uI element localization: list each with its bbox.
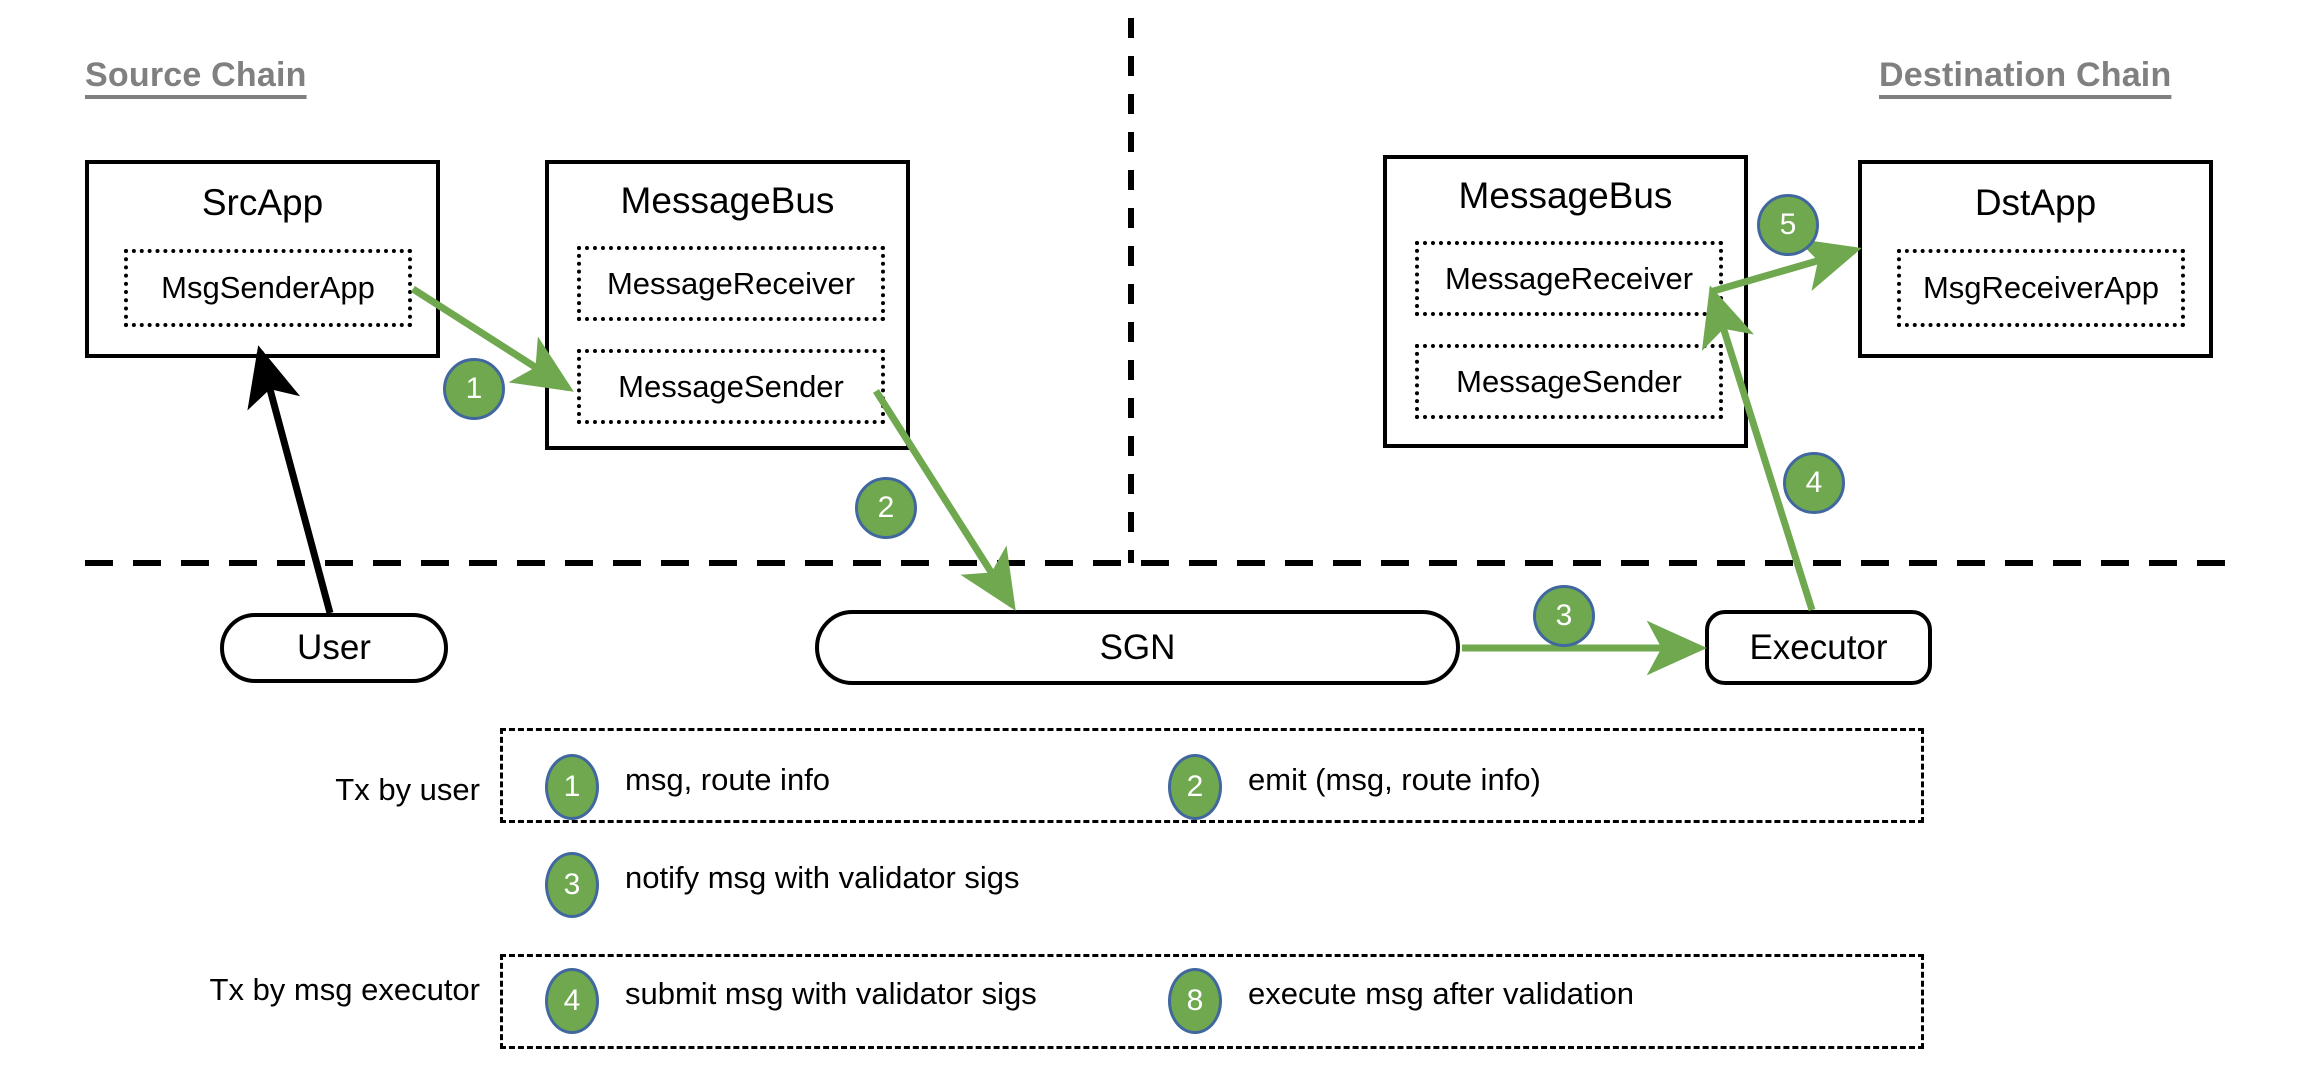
legend-row-label-tx-by-user: Tx by user [335, 772, 480, 807]
legend-text-2: emit (msg, route info) [1248, 762, 1541, 797]
node-user[interactable]: User [220, 613, 448, 683]
src-app-inner-msg-sender-app[interactable]: MsgSenderApp [124, 249, 412, 327]
legend-badge-4[interactable]: 4 [545, 968, 599, 1034]
legend-row-label-tx-by-msg-executor: Tx by msg executor [209, 972, 480, 1007]
flow-badge-2[interactable]: 2 [855, 477, 917, 539]
dst-app-inner-msg-receiver-app[interactable]: MsgReceiverApp [1897, 249, 2185, 327]
src-app-title: SrcApp [201, 182, 324, 223]
src-message-bus-title: MessageBus [620, 180, 835, 221]
node-sgn[interactable]: SGN [815, 610, 1460, 685]
src-message-bus-inner-message-sender[interactable]: MessageSender [577, 349, 885, 424]
node-dst-message-bus[interactable]: MessageBus MessageReceiver MessageSender [1383, 155, 1748, 448]
dst-app-title: DstApp [1974, 182, 2097, 223]
arrow-user-to-src-app [247, 345, 334, 614]
dst-message-bus-inner-message-receiver[interactable]: MessageReceiver [1415, 241, 1723, 316]
flow-badge-5[interactable]: 5 [1757, 194, 1819, 256]
flow-badge-3[interactable]: 3 [1533, 585, 1595, 647]
dst-message-bus-title: MessageBus [1458, 175, 1673, 216]
node-dst-app[interactable]: DstApp MsgReceiverApp [1858, 160, 2213, 358]
legend-badge-8[interactable]: 8 [1168, 968, 1222, 1034]
source-chain-header: Source Chain [85, 56, 307, 94]
flow-badge-4[interactable]: 4 [1783, 452, 1845, 514]
flow-badge-1[interactable]: 1 [443, 358, 505, 420]
legend-badge-2[interactable]: 2 [1168, 754, 1222, 820]
node-src-message-bus[interactable]: MessageBus MessageReceiver MessageSender [545, 160, 910, 450]
legend-box-tx-by-user [500, 728, 1924, 823]
legend-text-4: submit msg with validator sigs [625, 976, 1037, 1011]
legend-text-8: execute msg after validation [1248, 976, 1634, 1011]
node-executor[interactable]: Executor [1705, 610, 1932, 685]
src-message-bus-inner-message-receiver[interactable]: MessageReceiver [577, 246, 885, 321]
legend-badge-3[interactable]: 3 [545, 852, 599, 918]
node-src-app[interactable]: SrcApp MsgSenderApp [85, 160, 440, 358]
legend-badge-1[interactable]: 1 [545, 754, 599, 820]
legend-text-3: notify msg with validator sigs [625, 860, 1020, 895]
dst-message-bus-inner-message-sender[interactable]: MessageSender [1415, 344, 1723, 419]
destination-chain-header: Destination Chain [1879, 56, 2172, 94]
legend-box-tx-by-msg-executor [500, 954, 1924, 1049]
legend-text-1: msg, route info [625, 762, 831, 797]
